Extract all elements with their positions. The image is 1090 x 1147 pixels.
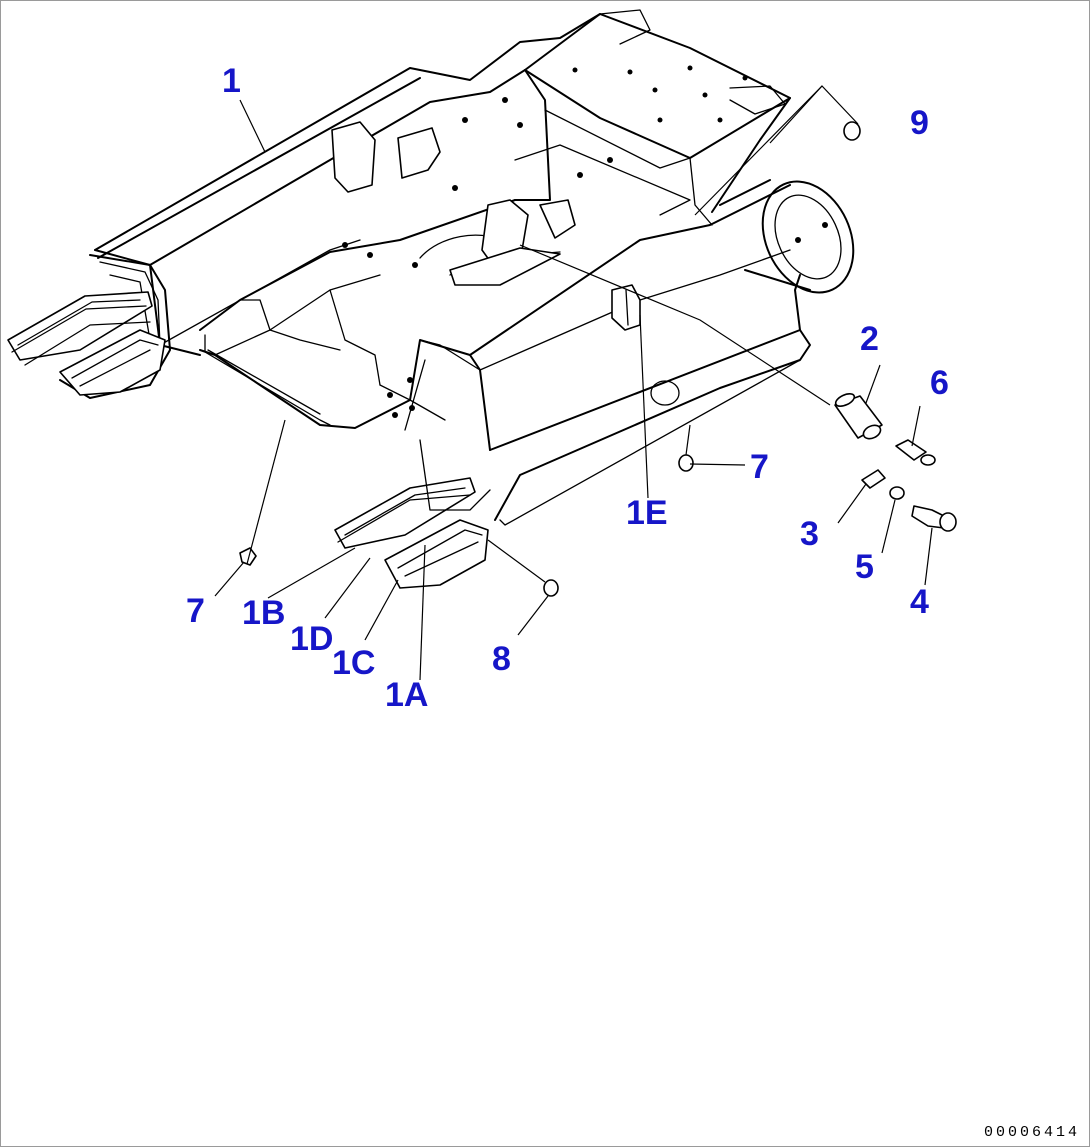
left-guard bbox=[7, 291, 166, 396]
part-8-plug bbox=[543, 579, 559, 597]
right-guard bbox=[334, 439, 491, 589]
part-2-pin bbox=[834, 393, 883, 440]
callout-1A: 1A bbox=[385, 676, 429, 714]
callout-1B: 1B bbox=[242, 594, 286, 632]
callout-9: 9 bbox=[910, 104, 929, 142]
part-7-plug-left bbox=[239, 547, 257, 566]
center-carbody bbox=[199, 9, 791, 429]
document-number: 00006414 bbox=[983, 1124, 1080, 1141]
part-5-washer bbox=[889, 486, 905, 500]
callout-2: 2 bbox=[860, 320, 879, 358]
callout-1: 1 bbox=[222, 62, 241, 100]
callout-1E: 1E bbox=[626, 494, 668, 532]
callout-4: 4 bbox=[910, 583, 929, 621]
callout-5: 5 bbox=[855, 548, 874, 586]
callout-7-right: 7 bbox=[750, 448, 769, 486]
loose-parts bbox=[239, 121, 957, 597]
callout-1D: 1D bbox=[290, 620, 334, 658]
callout-7-left: 7 bbox=[186, 592, 205, 630]
part-4-bolt bbox=[911, 505, 957, 532]
part-3-plate bbox=[861, 469, 886, 489]
callout-1C: 1C bbox=[332, 644, 376, 682]
callout-6: 6 bbox=[930, 364, 949, 402]
part-9-plug bbox=[843, 121, 861, 141]
left-track-frame bbox=[59, 13, 601, 399]
callout-8: 8 bbox=[492, 640, 511, 678]
leader-lines bbox=[214, 85, 933, 681]
callout-3: 3 bbox=[800, 515, 819, 553]
part-6-bolt bbox=[895, 439, 936, 466]
part-7-plug-right bbox=[678, 454, 694, 472]
